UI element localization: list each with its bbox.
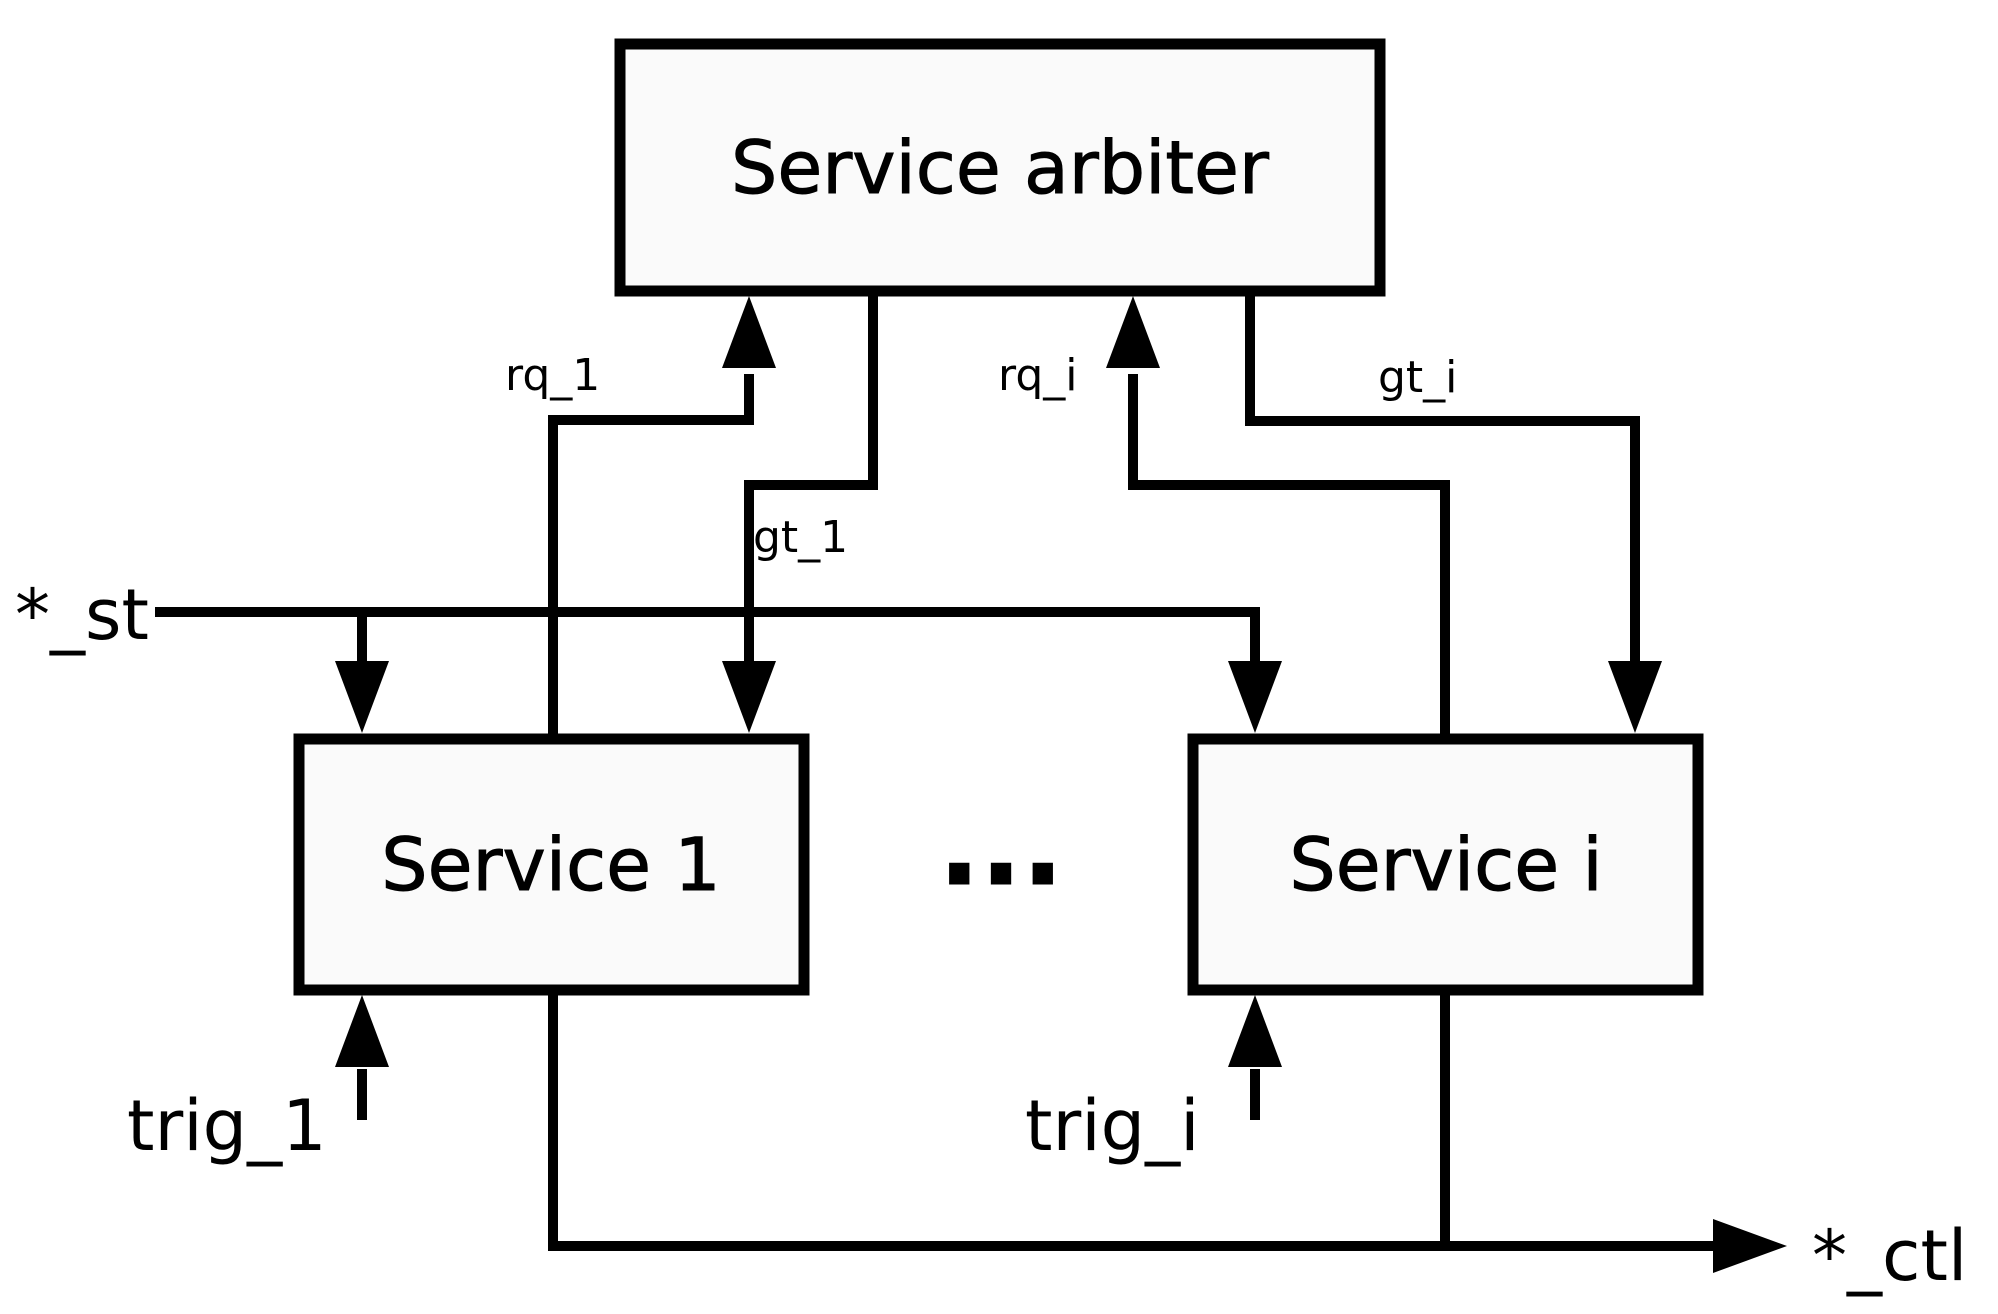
arrowhead-down-icon bbox=[722, 661, 776, 733]
ctl-wire bbox=[548, 995, 1787, 1273]
service-1-box bbox=[293, 733, 810, 996]
wires bbox=[155, 296, 1787, 1273]
ellipsis-between-services: ... bbox=[938, 782, 1063, 910]
arrowhead-up-icon bbox=[722, 296, 776, 368]
arrowhead-up-icon bbox=[335, 995, 389, 1067]
st-label: *_st bbox=[15, 574, 149, 656]
trig-i-wire bbox=[1228, 995, 1282, 1120]
ctl-rail-line bbox=[548, 995, 1717, 1251]
rq-i-label: rq_i bbox=[998, 350, 1077, 401]
gt-1-line bbox=[744, 296, 878, 663]
arrowhead-down-icon bbox=[335, 661, 389, 733]
arrowhead-right-icon bbox=[1713, 1219, 1787, 1273]
gt-1-wire bbox=[722, 296, 878, 733]
gt-1-label: gt_1 bbox=[753, 512, 848, 563]
ctl-label: *_ctl bbox=[1812, 1215, 1967, 1297]
service-i-title: Service i bbox=[1289, 823, 1602, 908]
trig-1-label: trig_1 bbox=[127, 1085, 327, 1167]
arrowhead-down-icon bbox=[1608, 661, 1662, 733]
rq-i-line bbox=[1128, 374, 1450, 739]
rq-i-wire bbox=[1106, 296, 1450, 739]
signal-labels: rq_1 gt_1 rq_i gt_i *_st trig_1 trig_i *… bbox=[15, 350, 1967, 1297]
service-arbiter-box bbox=[614, 38, 1386, 297]
rq-1-label: rq_1 bbox=[505, 350, 600, 401]
arrowhead-up-icon bbox=[1106, 296, 1160, 368]
st-wire bbox=[155, 607, 1282, 733]
service-1-title: Service 1 bbox=[381, 823, 720, 908]
blocks: Service arbiter Service 1 Service i ... bbox=[293, 38, 1704, 996]
service-arbiter-title: Service arbiter bbox=[731, 126, 1270, 211]
arrowhead-up-icon bbox=[1228, 995, 1282, 1067]
rq-1-wire bbox=[548, 296, 776, 739]
gt-i-wire bbox=[1245, 296, 1662, 733]
gt-i-line bbox=[1245, 296, 1640, 663]
trig-i-label: trig_i bbox=[1025, 1085, 1200, 1167]
service-i-box bbox=[1187, 733, 1704, 996]
gt-i-label: gt_i bbox=[1378, 352, 1457, 403]
rq-1-line bbox=[548, 374, 754, 739]
trig-1-wire bbox=[335, 995, 389, 1120]
arrowhead-down-icon bbox=[1228, 661, 1282, 733]
